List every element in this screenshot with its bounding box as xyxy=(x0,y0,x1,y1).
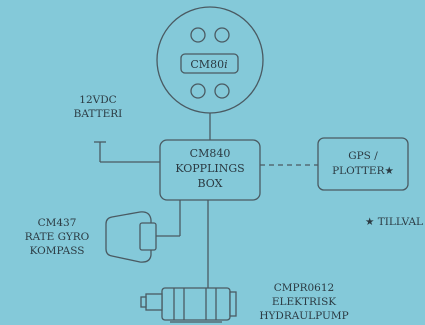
display-button-tr xyxy=(214,27,230,43)
gps-label-line1: GPS / xyxy=(348,150,378,162)
gps-label-line2: PLOTTER★ xyxy=(332,165,394,177)
gyro-label-line3: KOMPASS xyxy=(30,245,85,257)
battery-label-line1: 12VDC xyxy=(79,94,116,106)
gyro-label-line2: RATE GYRO xyxy=(25,231,90,243)
battery-label-line2: BATTERI xyxy=(74,108,123,120)
junction-box-line3: BOX xyxy=(198,177,223,190)
display-outer-ring xyxy=(156,6,264,114)
pump-label-line2: ELEKTRISK xyxy=(272,296,336,308)
display-screen xyxy=(180,53,239,74)
gyro-mount xyxy=(139,222,157,251)
junction-box-line1: CM840 xyxy=(190,147,231,160)
hydraulic-pump-icon xyxy=(140,287,237,323)
pump-body xyxy=(161,287,231,321)
display-button-bl xyxy=(190,83,206,99)
display-label: CM80i xyxy=(190,58,227,71)
display-unit: CM80i xyxy=(156,6,264,114)
pump-label-line1: CMPR0612 xyxy=(274,282,334,294)
pump-port-nub xyxy=(140,296,147,308)
junction-box xyxy=(159,139,261,201)
display-button-br xyxy=(214,83,230,99)
pump-label-line3: HYDRAULPUMP xyxy=(259,310,348,322)
pump-end-cap xyxy=(229,291,237,317)
pump-port xyxy=(145,293,163,311)
gps-plotter-box xyxy=(317,137,409,191)
gyro-label-line1: CM437 xyxy=(38,217,77,229)
display-button-tl xyxy=(190,27,206,43)
gyro-compass-icon xyxy=(105,211,157,263)
junction-box-line2: KOPPLINGS xyxy=(175,162,244,175)
optional-note: ★ TILLVAL xyxy=(365,216,423,228)
